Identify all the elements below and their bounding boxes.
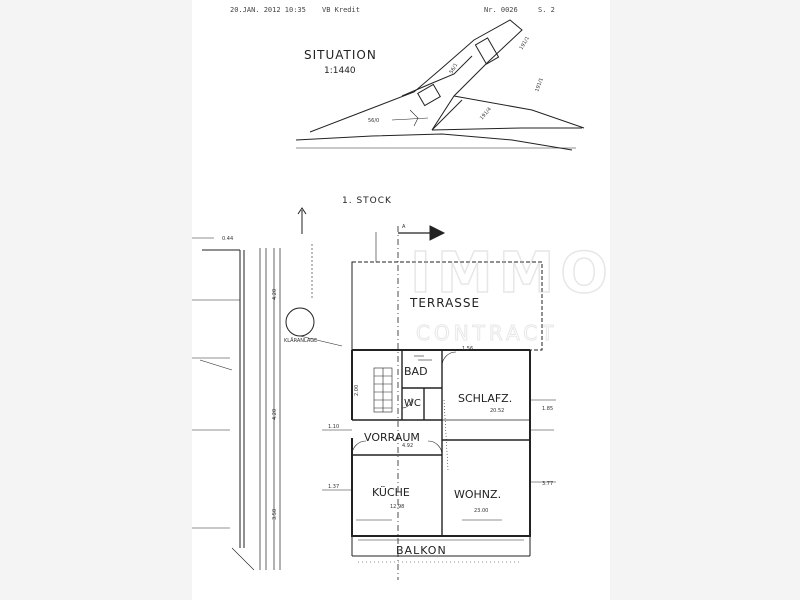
fax-header: 20.JAN. 2012 10:35 VB Kredit Nr. 0026 S.… bbox=[192, 6, 610, 18]
section-line-a bbox=[397, 225, 446, 580]
interior-walls bbox=[352, 350, 530, 536]
house-walls bbox=[351, 349, 531, 537]
fax-page: S. 2 bbox=[538, 6, 555, 14]
svg-text:1.10: 1.10 bbox=[328, 424, 339, 430]
room-label-kueche: KÜCHE bbox=[372, 486, 410, 499]
svg-text:1.56: 1.56 bbox=[462, 346, 473, 352]
svg-text:20.52: 20.52 bbox=[490, 408, 504, 414]
room-label-schlafzimmer: SCHLAFZ. bbox=[458, 392, 513, 405]
left-neighbour-walls bbox=[192, 237, 313, 571]
svg-text:3.50: 3.50 bbox=[272, 509, 278, 520]
watermark-graphic: IMMO CONTRACT bbox=[409, 240, 610, 345]
svg-text:56/0: 56/0 bbox=[368, 118, 379, 124]
svg-text:191/1: 191/1 bbox=[519, 36, 531, 51]
room-label-wohnzimmer: WOHNZ. bbox=[454, 488, 502, 501]
svg-text:191/1: 191/1 bbox=[534, 77, 545, 93]
dimension-lines bbox=[322, 399, 556, 521]
svg-text:56/1: 56/1 bbox=[449, 62, 460, 75]
svg-text:3.77: 3.77 bbox=[542, 481, 553, 487]
situation-title: SITUATION bbox=[304, 48, 377, 62]
north-arrow bbox=[297, 207, 307, 234]
room-label-balkon: BALKON bbox=[396, 544, 447, 557]
watermark-line1: IMMO bbox=[410, 241, 610, 306]
plan-drawing: IMMO CONTRACT 56/1 191/1 191/1 191/4 56/… bbox=[192, 19, 610, 580]
svg-text:12.98: 12.98 bbox=[390, 504, 404, 510]
svg-text:4.92: 4.92 bbox=[402, 443, 413, 449]
floor-plan-title: 1. STOCK bbox=[342, 196, 392, 206]
section-marker: A bbox=[402, 224, 406, 230]
svg-text:1.85: 1.85 bbox=[542, 406, 553, 412]
situation-sketch bbox=[295, 19, 585, 151]
fax-sender: VB Kredit bbox=[322, 6, 360, 14]
septic-tank-label: KLÄRANLAGE bbox=[284, 338, 318, 344]
svg-text:0.44: 0.44 bbox=[222, 236, 233, 242]
room-label-bad: BAD bbox=[404, 365, 428, 378]
septic-tank bbox=[199, 307, 343, 371]
fax-number: Nr. 0026 bbox=[484, 6, 518, 14]
door-swings bbox=[351, 351, 457, 471]
situation-scale: 1:1440 bbox=[324, 66, 356, 76]
svg-text:23.00: 23.00 bbox=[474, 508, 488, 514]
floor-plan-document: 20.JAN. 2012 10:35 VB Kredit Nr. 0026 S.… bbox=[192, 0, 610, 600]
svg-text:191/4: 191/4 bbox=[479, 106, 493, 121]
room-label-vorraum: VORRAUM bbox=[364, 431, 420, 444]
svg-text:2.00: 2.00 bbox=[354, 385, 360, 396]
watermark-line2: CONTRACT bbox=[416, 321, 557, 345]
fax-date-time: 20.JAN. 2012 10:35 bbox=[230, 6, 306, 14]
svg-text:1.37: 1.37 bbox=[328, 484, 339, 490]
room-label-wc: WC bbox=[404, 398, 421, 409]
balcony bbox=[351, 536, 531, 563]
svg-text:4.20: 4.20 bbox=[272, 289, 278, 300]
staircase bbox=[373, 367, 393, 413]
room-label-terrasse: TERRASSE bbox=[410, 296, 481, 310]
svg-text:4.20: 4.20 bbox=[272, 409, 278, 420]
